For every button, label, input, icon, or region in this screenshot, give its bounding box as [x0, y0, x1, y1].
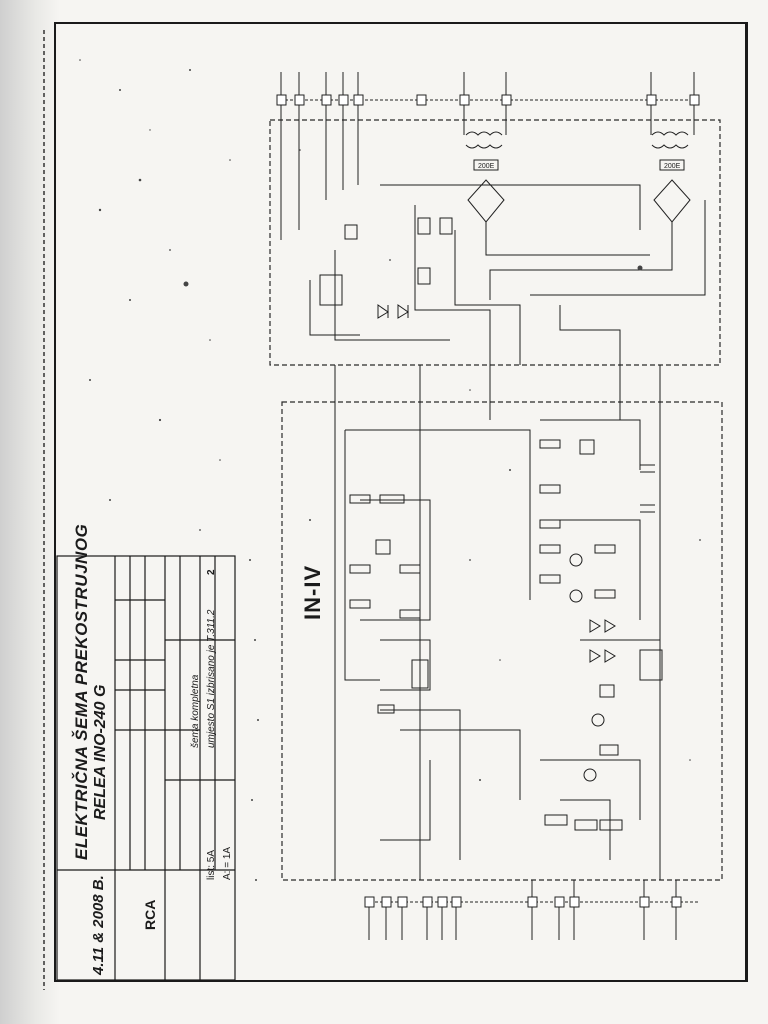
- drawing-subtitle: RELEA INO-240 G: [92, 684, 109, 820]
- drawing-title: ELEKTRIČNA ŠEMA PREKOSTRUJNOG: [72, 523, 91, 860]
- sheet-info: A: = 1A: [222, 846, 233, 880]
- scan-noise: [79, 59, 701, 881]
- svg-text:200E: 200E: [664, 163, 681, 170]
- bridge-rectifier-left: 200E: [467, 159, 505, 223]
- bottom-terminal-leads: [368, 880, 677, 940]
- sheet-number: list: 5A: [206, 849, 217, 880]
- revision-index: 2: [206, 569, 217, 575]
- input-section-box: [269, 119, 721, 366]
- revision-note-1: umjesto S1 izbrisano je T.311.2: [206, 609, 217, 748]
- transformer-left: [463, 105, 507, 149]
- company-logo: RCA: [142, 899, 158, 930]
- revision-note-2: šema kompletna: [190, 674, 201, 748]
- in-iv-section-box: [281, 401, 723, 881]
- section-label-in-iv: IN-IV: [300, 564, 325, 620]
- svg-text:200E: 200E: [478, 163, 495, 170]
- top-terminal-leads: [280, 72, 695, 240]
- bridge-rectifier-right: 200E: [653, 159, 691, 223]
- drawing-frame: [54, 22, 748, 982]
- transformer-right: [650, 105, 695, 149]
- document-number: 4.11 & 2008 B.: [90, 875, 107, 975]
- scan-shadow: [0, 0, 60, 1024]
- input-wiring: [309, 184, 706, 365]
- in-iv-wiring: [334, 365, 663, 880]
- title-block: [56, 555, 236, 981]
